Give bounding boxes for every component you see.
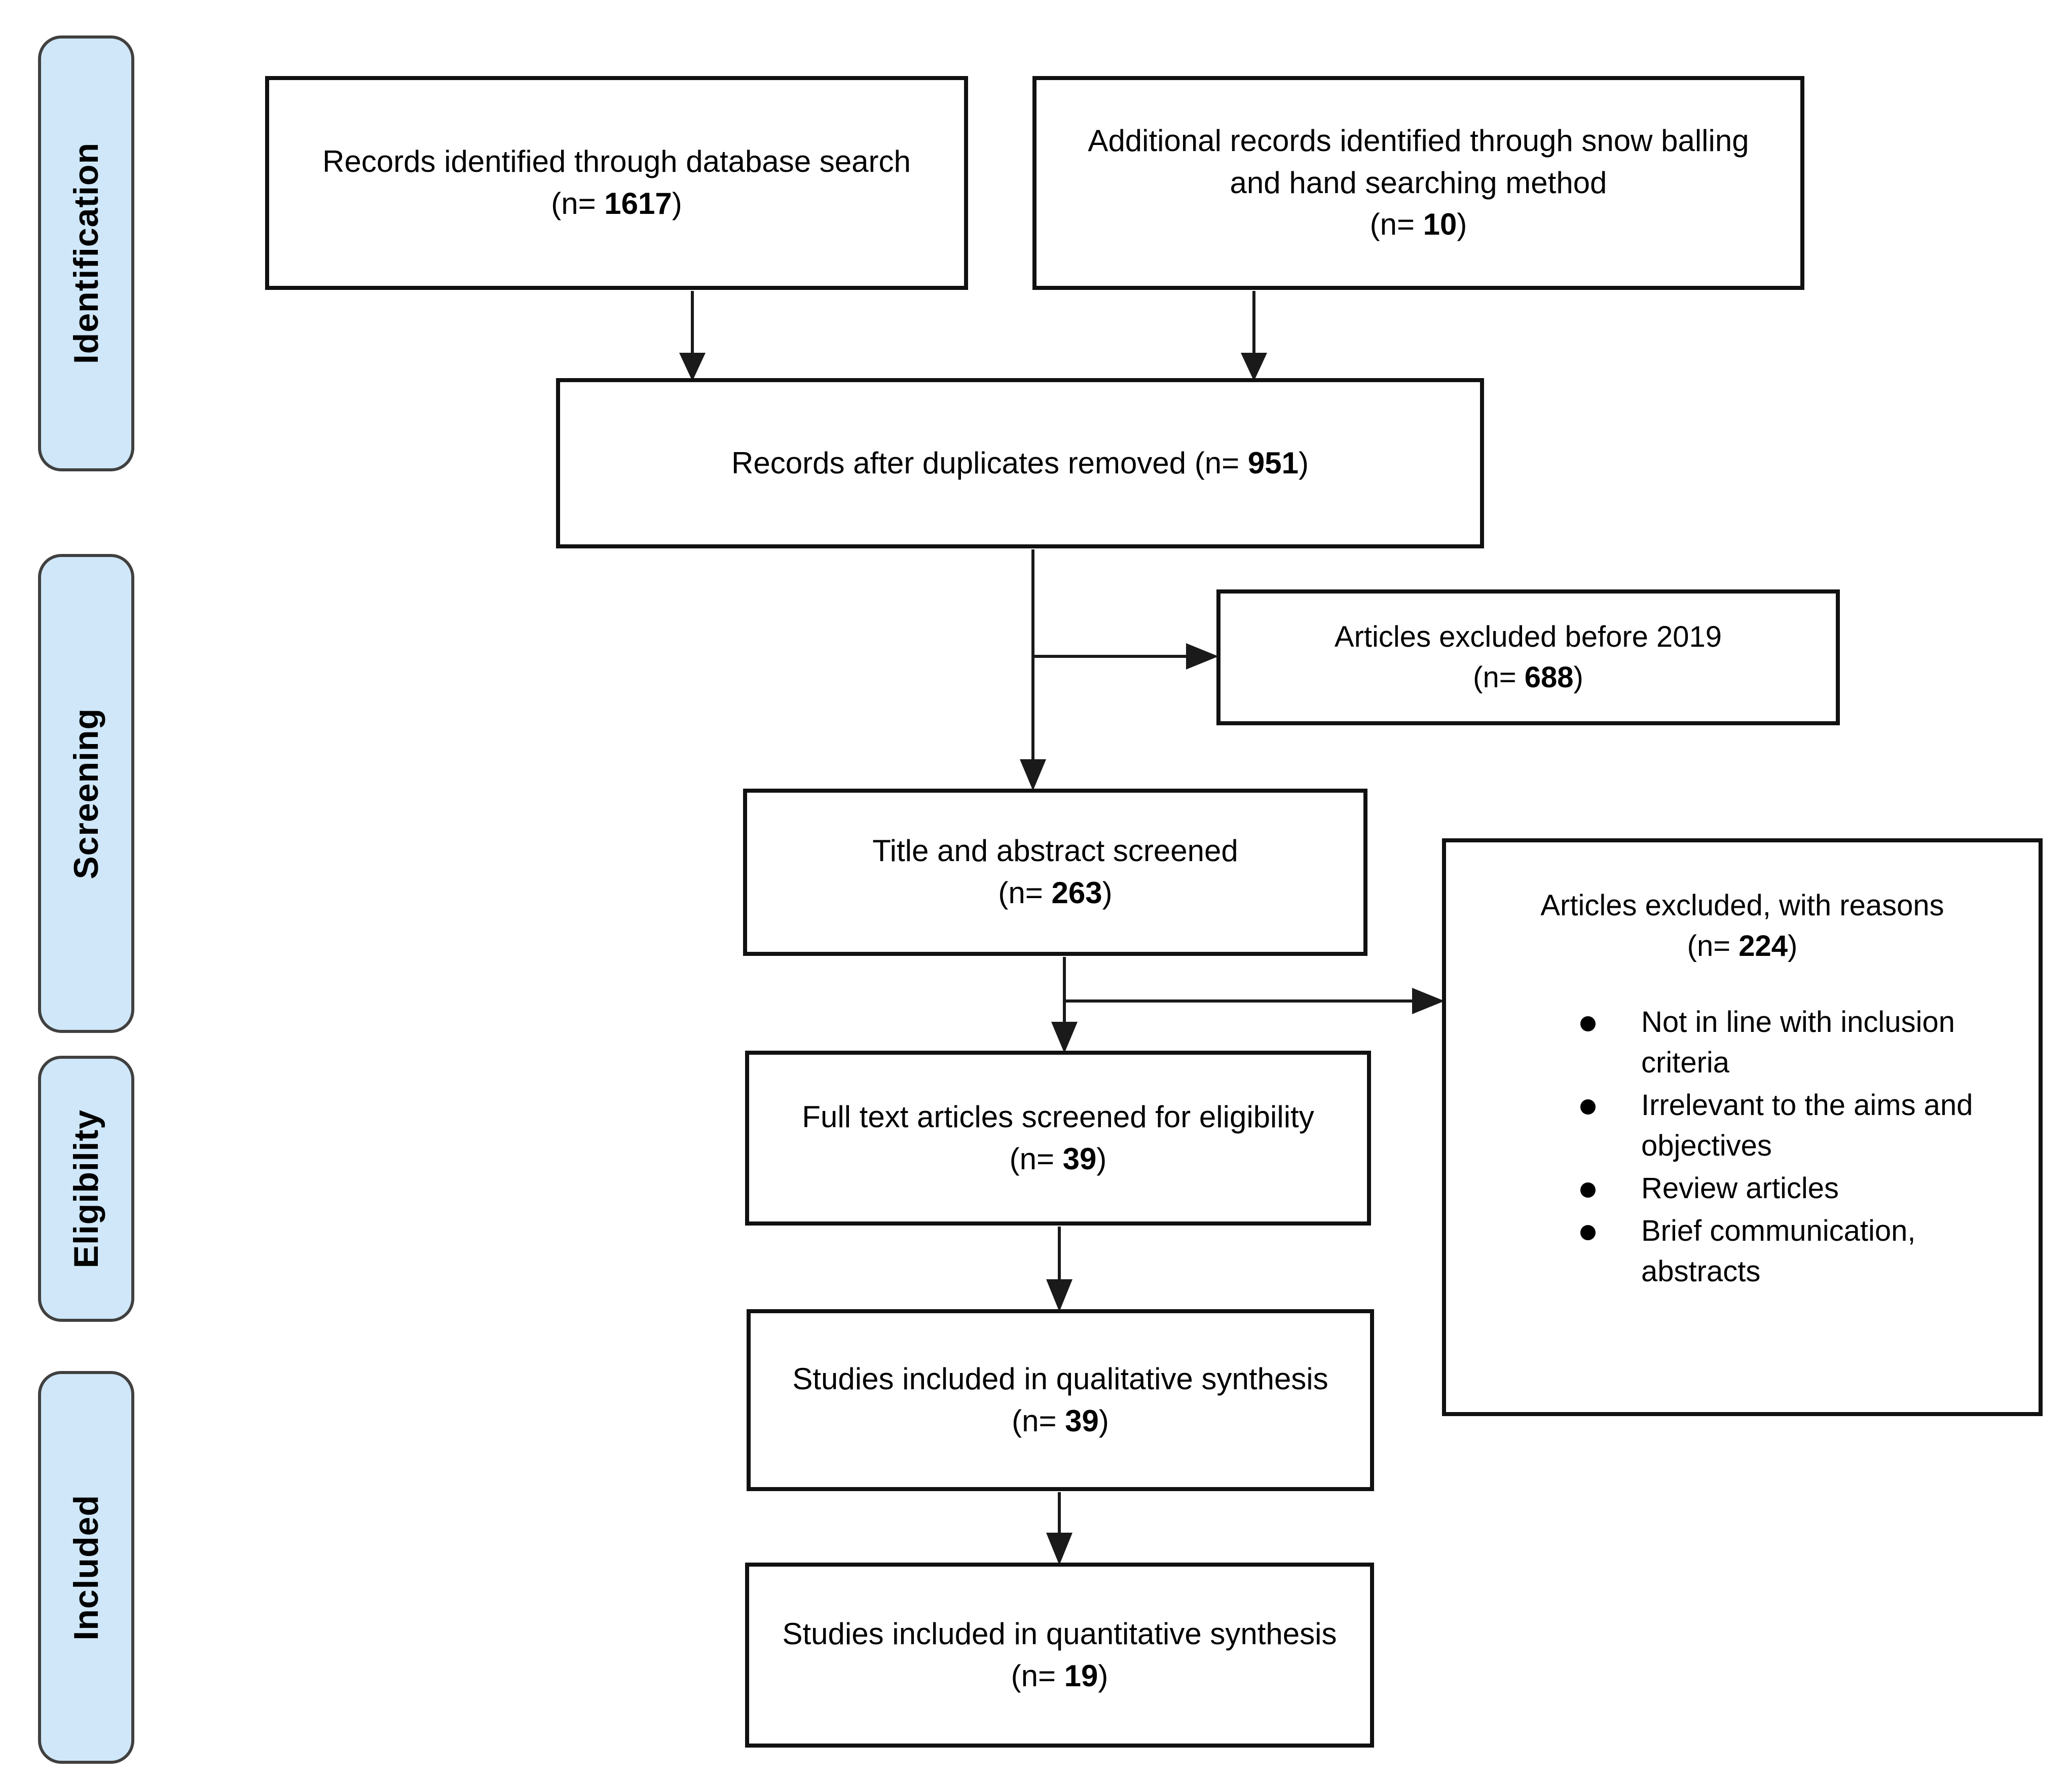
n-value: 224 [1738,930,1788,963]
bullet-icon [1580,1225,1596,1241]
sample-size: (n= 224) [1687,930,1798,963]
bullet-icon [1580,1099,1596,1115]
sample-size: (n= 951) [1194,446,1309,480]
box-label: Articles excluded before 2019 [1334,620,1722,653]
arrow-branch-to-excluded-before-2019 [1033,643,1218,670]
box-excluded-before-2019: Articles excluded before 2019 (n= 688) [1216,589,1840,725]
box-duplicates-removed: Records after duplicates removed (n= 951… [556,378,1484,548]
stage-label: Included [67,1494,105,1641]
box-excluded-with-reasons: Articles excluded, with reasons (n= 224)… [1442,838,2043,1416]
exclusion-reason-item: Brief communication, abstracts [1552,1211,2018,1292]
sample-size: (n= 263) [998,876,1113,910]
n-value: 10 [1423,207,1457,242]
arrow-full-text-to-qualitative [1046,1227,1072,1312]
sample-size: (n= 688) [1473,661,1583,694]
sample-size: (n= 39) [1009,1141,1107,1176]
box-label: Additional records identified through sn… [1088,123,1749,200]
n-value: 951 [1247,446,1299,480]
box-qualitative-synthesis: Studies included in qualitative synthesi… [747,1309,1374,1491]
n-value: 39 [1065,1403,1099,1438]
box-label: Articles excluded, with reasons [1540,889,1944,922]
stage-screening: Screening [38,554,134,1033]
n-value: 19 [1064,1658,1098,1693]
stage-identification: Identification [38,35,134,471]
box-additional-records: Additional records identified through sn… [1032,76,1804,290]
arrow-additional-to-duplicates [1241,291,1267,381]
stage-label: Identification [67,142,105,364]
arrow-branch-to-excluded-with-reasons [1064,988,1445,1014]
box-label: Records identified through database sear… [322,144,911,179]
exclusion-reason-item: Review articles [1552,1168,2018,1209]
stage-included: Included [38,1371,134,1764]
bullet-icon [1580,1182,1596,1198]
exclusion-reason-item: Irrelevant to the aims and objectives [1552,1085,2018,1166]
box-records-identified: Records identified through database sear… [265,76,968,290]
stage-eligibility: Eligibility [38,1056,134,1322]
stage-label: Screening [67,708,105,879]
n-value: 39 [1062,1141,1097,1176]
box-title-abstract-screened: Title and abstract screened (n= 263) [743,789,1367,956]
arrow-title-abstract-to-full-text [1051,957,1078,1053]
box-label: Studies included in quantitative synthes… [782,1616,1337,1651]
stage-label: Eligibility [67,1109,105,1269]
n-value: 1617 [604,187,672,220]
arrow-identified-to-duplicates [679,291,706,381]
n-value: 263 [1051,876,1102,910]
box-label: Title and abstract screened [872,834,1238,868]
exclusion-reason-item: Not in line with inclusion criteria [1552,1002,2018,1083]
bullet-icon [1580,1016,1596,1032]
box-quantitative-synthesis: Studies included in quantitative synthes… [745,1563,1374,1748]
n-value: 688 [1524,661,1574,694]
sample-size: (n= 19) [1011,1658,1108,1693]
arrow-qualitative-to-quantitative [1046,1492,1072,1565]
exclusion-reasons-list: Not in line with inclusion criteria Irre… [1466,1002,2018,1294]
box-full-text-screened: Full text articles screened for eligibil… [745,1051,1371,1226]
box-label: Studies included in qualitative synthesi… [792,1361,1328,1396]
sample-size: (n= 1617) [551,187,682,220]
arrow-duplicates-to-title-abstract [1020,549,1046,791]
sample-size: (n= 39) [1012,1403,1109,1438]
box-label: Full text articles screened for eligibil… [802,1099,1314,1134]
sample-size: (n= 10) [1370,207,1467,242]
box-label: Records after duplicates removed (n= 951… [731,446,1309,480]
